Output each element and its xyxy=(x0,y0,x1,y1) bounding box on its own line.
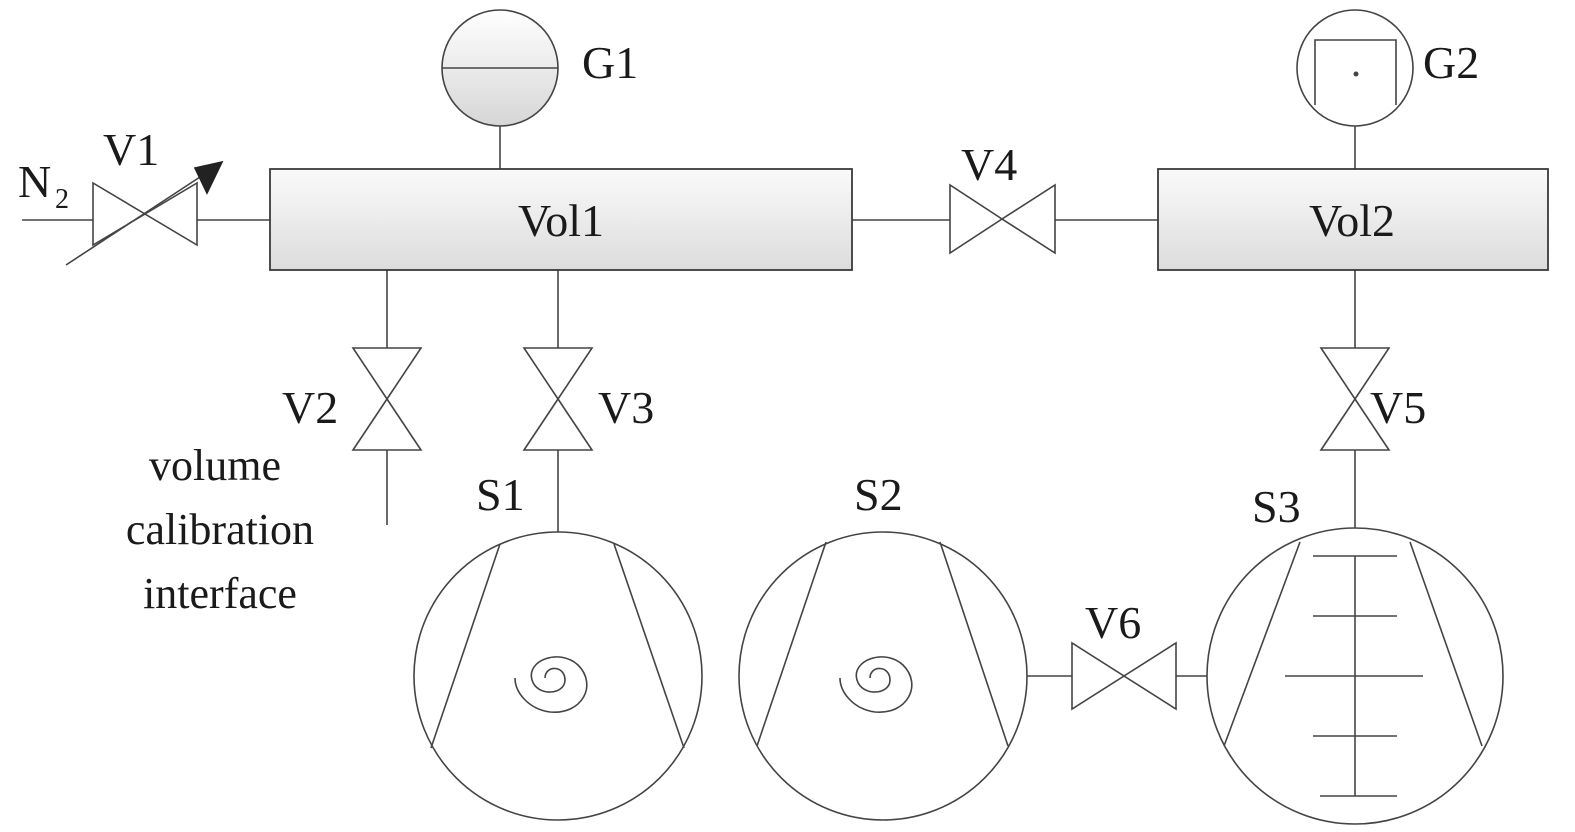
spiral-icon xyxy=(839,656,913,713)
valve-v1-label: V1 xyxy=(103,124,159,175)
note-line-2: calibration xyxy=(126,505,314,554)
valve-v2-label: V2 xyxy=(282,382,338,433)
pump-s2: S2 xyxy=(738,469,1028,821)
pump-s2-label: S2 xyxy=(854,469,903,520)
valve-v3-label: V3 xyxy=(598,382,654,433)
valve-v2[interactable]: V2 xyxy=(282,347,423,451)
turbo-rotor-icon xyxy=(1285,555,1423,797)
valve-v1[interactable]: V1 xyxy=(65,124,224,266)
spiral-icon xyxy=(514,656,588,713)
pump-s3-label: S3 xyxy=(1252,481,1301,532)
pump-s3: S3 xyxy=(1206,481,1504,825)
vessel-vol1-label: Vol1 xyxy=(518,195,604,246)
note-line-1: volume xyxy=(149,441,281,490)
adjust-arrow-icon xyxy=(193,160,224,195)
valve-v5[interactable]: V5 xyxy=(1319,347,1426,451)
vessel-vol2-label: Vol2 xyxy=(1309,195,1395,246)
vessel-vol2: Vol2 xyxy=(1157,168,1549,271)
gas-symbol: N xyxy=(18,156,51,207)
gauge-g2: G2 xyxy=(1296,9,1479,127)
valve-v5-label: V5 xyxy=(1370,382,1426,433)
note-line-3: interface xyxy=(143,569,297,618)
pump-s1-label: S1 xyxy=(476,469,525,520)
valve-v6-label: V6 xyxy=(1085,597,1141,648)
gauge-g1: G1 xyxy=(441,9,638,127)
gauge-g2-label: G2 xyxy=(1423,37,1479,88)
gauge-g1-label: G1 xyxy=(582,37,638,88)
gauge-g2-bracket xyxy=(1314,39,1397,105)
valve-v4-label: V4 xyxy=(961,139,1017,190)
valve-v6[interactable]: V6 xyxy=(1071,597,1177,711)
valve-v4[interactable]: V4 xyxy=(949,139,1056,255)
vessel-vol1: Vol1 xyxy=(269,168,853,271)
volume-calibration-interface-note: volume calibration interface xyxy=(126,441,314,618)
gas-subscript: 2 xyxy=(55,184,69,215)
pump-s1: S1 xyxy=(413,469,703,821)
valve-v3[interactable]: V3 xyxy=(522,347,654,451)
gas-inlet-label: N 2 xyxy=(18,156,69,215)
pipes xyxy=(22,126,1356,677)
